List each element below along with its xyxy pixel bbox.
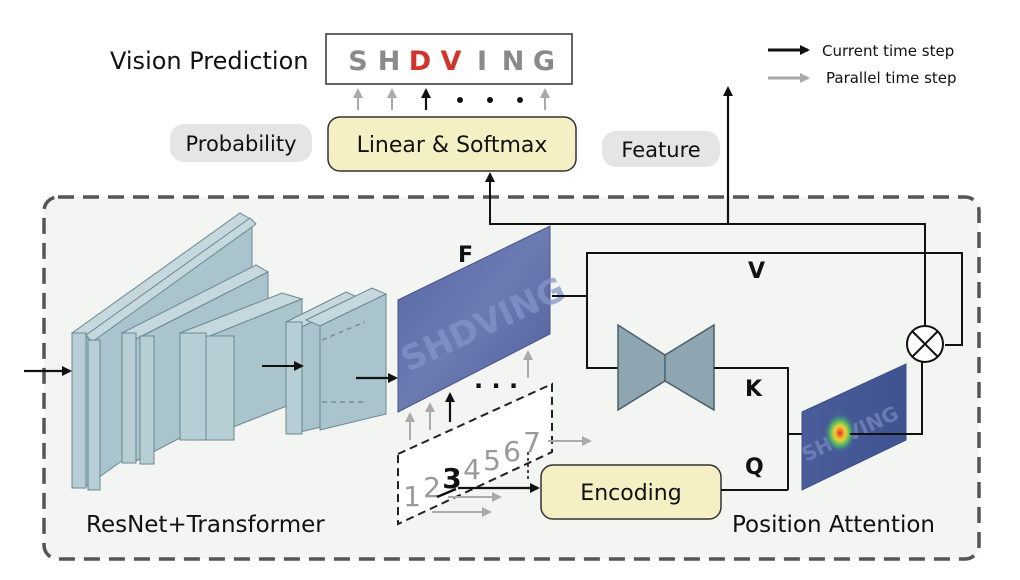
k-line [714,367,789,490]
feature-label: Feature [621,138,700,162]
multiply-circle-icon [906,325,944,363]
prediction-char: H [378,46,401,77]
resnet-transformer-backbone [71,212,388,491]
linear-softmax-box [327,116,577,172]
feature-to-v-line [552,252,963,346]
q-label: Q [745,455,764,480]
encoding-label: Encoding [580,481,681,506]
legend-current-label: Current time step [822,42,954,60]
probability-label: Probability [185,132,296,156]
attention-hotspot [824,413,856,453]
ellipsis-dot [457,97,463,103]
prediction-char: I [477,46,487,77]
positions-ellipsis: · · · [474,372,518,400]
prediction-box [325,33,573,85]
feature-map [397,225,551,413]
prediction-char: N [502,46,525,77]
ellipsis-dot [487,97,493,103]
backbone-label: ResNet+Transformer [86,512,325,538]
feature-map-label: F [458,243,473,268]
legend-parallel-label: Parallel time step [826,69,957,87]
prediction-char: D [409,46,431,77]
encoding-box [540,464,722,520]
linear-softmax-label: Linear & Softmax [357,133,548,158]
probability-pill [170,124,312,162]
prediction-char: G [533,46,555,77]
attention-to-multiply-line [850,362,923,435]
position-index: 1 [403,480,421,513]
position-sequence-box [397,382,553,526]
prediction-char: S [348,46,367,77]
multiply-output-line [485,172,926,326]
feature-pill [602,131,720,167]
k-label: K [745,377,763,402]
position-index: 6 [503,435,521,468]
position-index: 2 [423,471,441,504]
feature-to-unet-line [586,296,620,369]
ellipsis-dot [517,97,523,103]
position-attention-region [42,195,981,561]
vision-prediction-label: Vision Prediction [110,47,308,75]
position-index: 7 [523,426,541,459]
position-index: 3 [442,462,461,495]
prediction-char: V [441,46,462,77]
position-underline [436,487,457,499]
position-index: 5 [483,444,501,477]
position-index: 4 [463,453,481,486]
v-label: V [748,259,765,284]
position-attention-label: Position Attention [732,512,935,538]
